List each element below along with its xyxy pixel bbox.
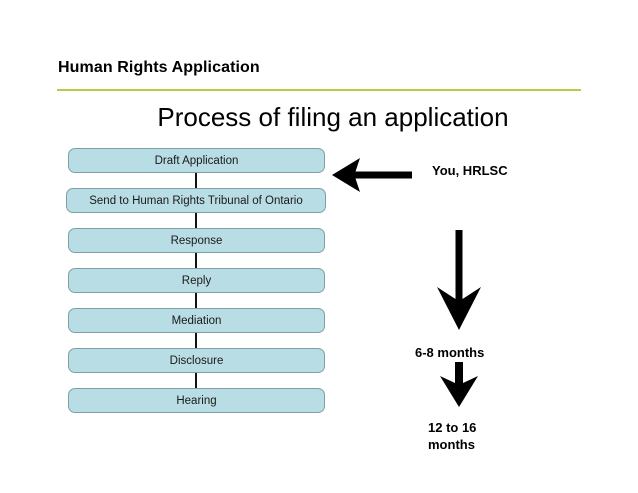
actor-label: You, HRLSC (432, 163, 508, 178)
arrow-down-icon (440, 362, 478, 407)
arrow-down-icon (437, 230, 481, 330)
slide-subtitle: Process of filing an application (157, 102, 509, 132)
flow-step-send-to-tribunal[interactable]: Send to Human Rights Tribunal of Ontario (66, 188, 326, 213)
page-title: Human Rights Application (58, 59, 260, 76)
flow-connector (195, 372, 197, 392)
flow-step-draft-application[interactable]: Draft Application (68, 148, 325, 173)
duration-first-label: 6-8 months (415, 345, 485, 360)
arrow-left-icon (332, 158, 412, 192)
duration-second-label-line1: 12 to 16 (428, 420, 477, 435)
flow-connector (195, 252, 197, 272)
flow-connector (195, 212, 197, 232)
flow-connector (195, 172, 197, 192)
flow-step-hearing[interactable]: Hearing (68, 388, 325, 413)
flow-connector (195, 332, 197, 352)
flow-step-reply[interactable]: Reply (68, 268, 325, 293)
title-divider (57, 89, 581, 91)
flow-step-response[interactable]: Response (68, 228, 325, 253)
flow-step-disclosure[interactable]: Disclosure (68, 348, 325, 373)
flow-step-mediation[interactable]: Mediation (68, 308, 325, 333)
flow-connector (195, 292, 197, 312)
duration-second-label-line2: months (428, 437, 475, 452)
